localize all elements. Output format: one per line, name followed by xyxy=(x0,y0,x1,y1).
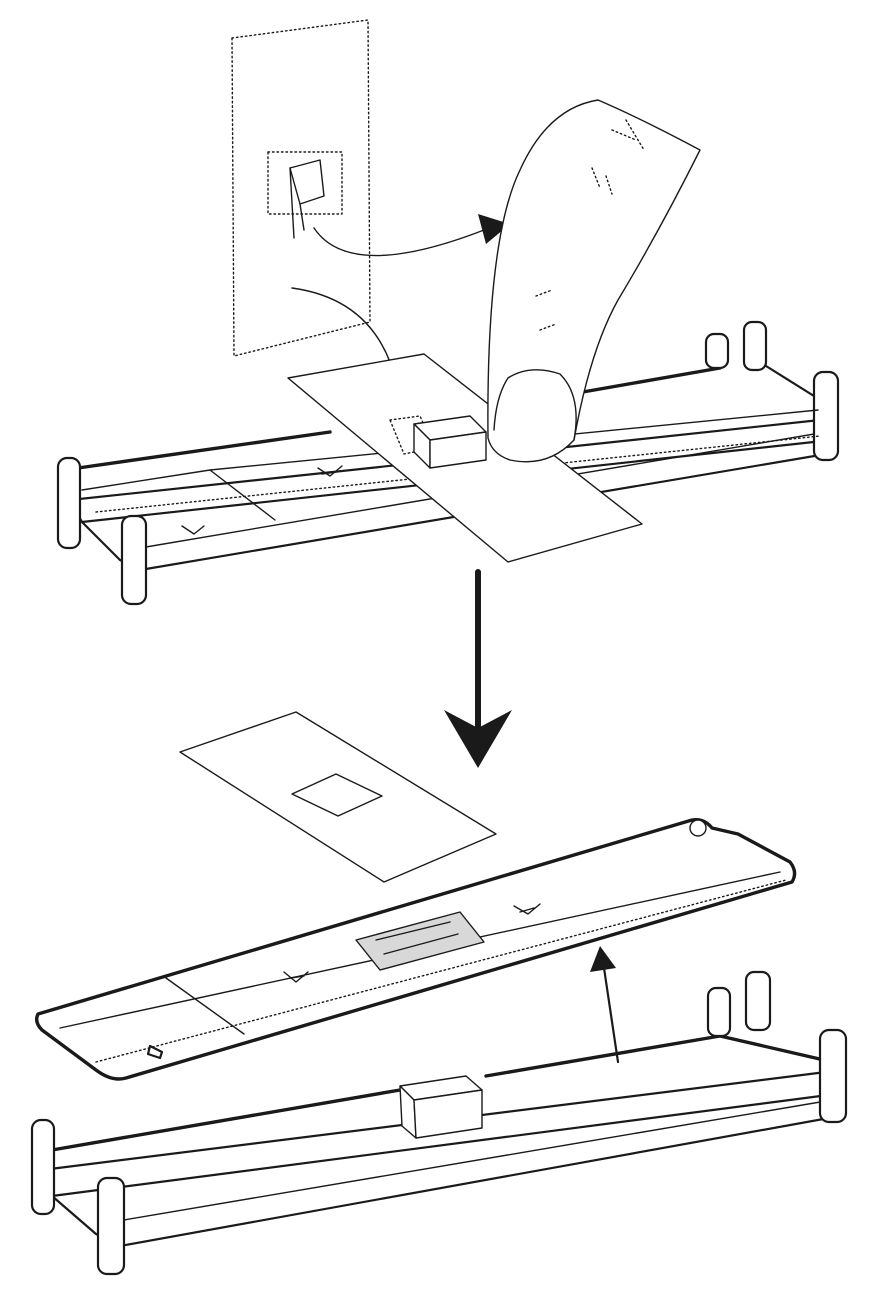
bottom-tissue-block-icon xyxy=(399,1075,483,1139)
backing-sheet-icon xyxy=(231,19,371,357)
down-arrow-icon xyxy=(444,569,512,768)
finger-icon xyxy=(487,99,701,463)
top-tissue-block-icon xyxy=(413,415,487,469)
lifted-film-icon xyxy=(179,711,497,883)
up-arrow-icon xyxy=(590,946,620,1064)
top-scene xyxy=(56,19,840,606)
bottom-scene xyxy=(30,711,848,1276)
lifted-slide-icon xyxy=(34,817,797,1081)
